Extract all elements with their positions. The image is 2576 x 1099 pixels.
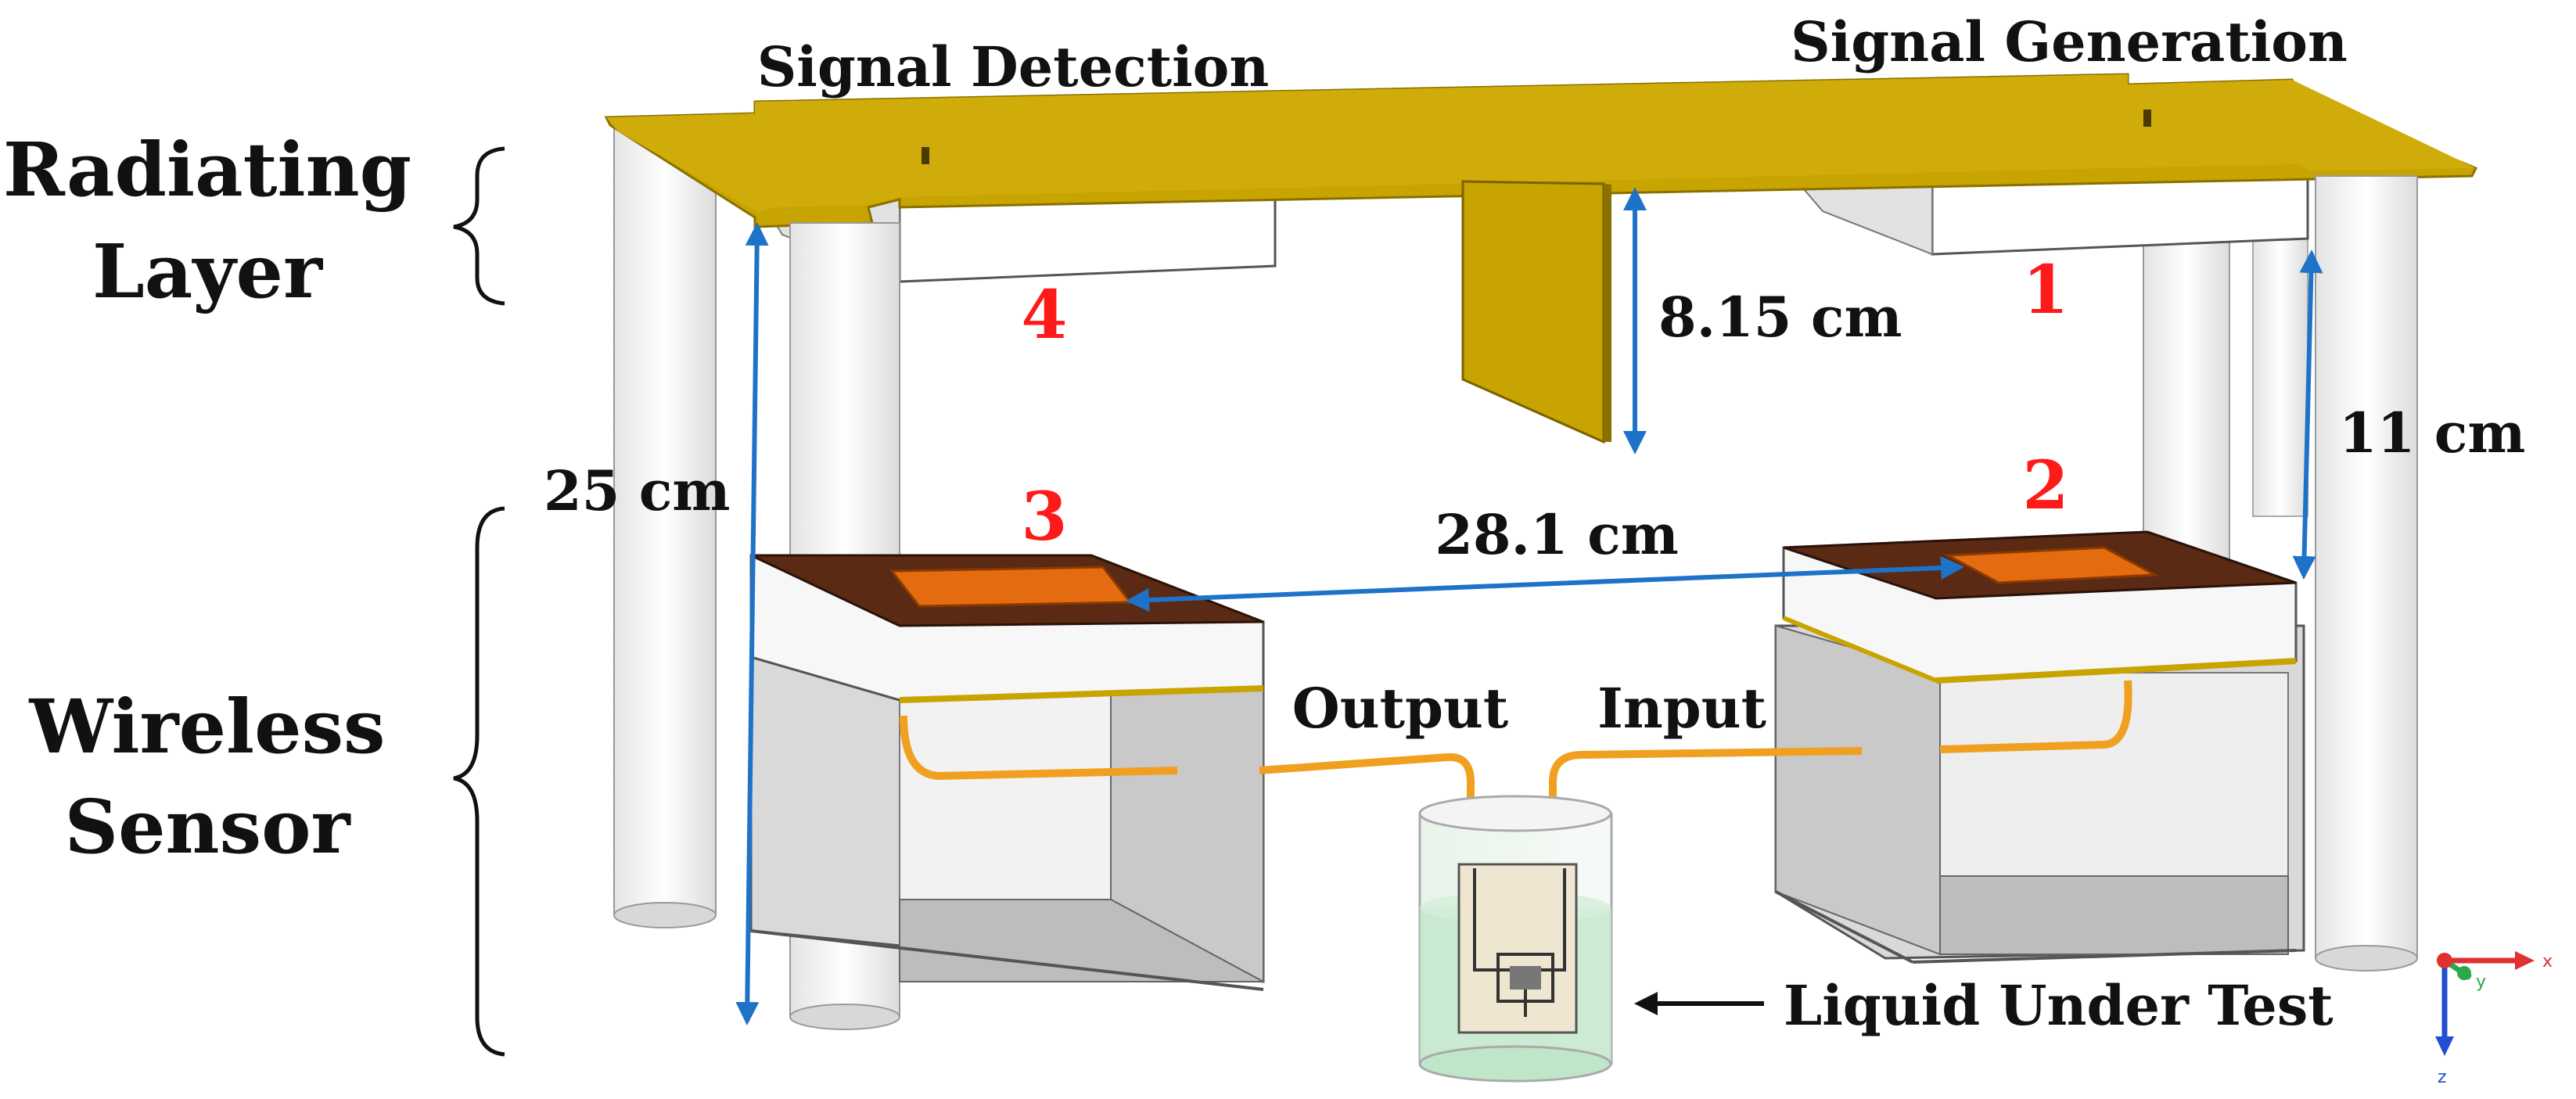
signal-detection-label: Signal Detection [757,34,1270,99]
back-right-column [2143,203,2230,564]
input-label: Input [1597,676,1766,741]
radiating-layer-label-2: Layer [92,228,324,315]
axis-x-label: x [2542,952,2553,972]
output-cable [1259,752,1475,849]
axis-z-label: z [2438,1068,2447,1087]
brace-wireless-sensor [453,506,505,1057]
port-4-number: 4 [1021,276,1067,354]
arrow-total-height [735,222,769,1025]
port-2-number: 2 [2022,447,2068,525]
back-left-column [613,124,717,928]
liquid-under-test-label: Liquid Under Test [1784,973,2333,1038]
port-spacing-label: 28.1 cm [1435,502,1679,567]
input-cable [1549,747,1863,849]
total-height-label: 25 cm [544,458,730,523]
signal-generation-label: Signal Generation [1791,9,2348,74]
antenna-gap-label: 11 cm [2339,400,2525,465]
brace-radiating-layer [453,146,505,306]
wireless-sensor-label-2: Sensor [64,784,351,871]
feed-slot-left [922,147,929,164]
axis-triad: x y z [2435,951,2553,1087]
output-label: Output [1292,676,1508,741]
sensor-box-right [1774,530,2305,964]
radiating-layer-label-1: Radiating [3,127,411,214]
sensor-box-left [749,554,1265,991]
front-right-column [2315,175,2418,972]
wireless-sensor-label-1: Wireless [28,684,385,770]
plate-height-label: 8.15 cm [1658,285,1902,350]
feed-slot-right [2143,110,2151,127]
port-3-number: 3 [1021,478,1067,556]
port-1-number: 1 [2022,251,2068,329]
arrow-antenna-gap [2292,250,2323,580]
radiating-plate [604,73,2478,228]
arrow-port-spacing [1126,555,1964,612]
vertical-plate [1461,180,1611,444]
axis-y-label: y [2476,972,2486,992]
liquid-beaker [1418,795,1613,1083]
antenna-box-1 [1797,167,2309,256]
